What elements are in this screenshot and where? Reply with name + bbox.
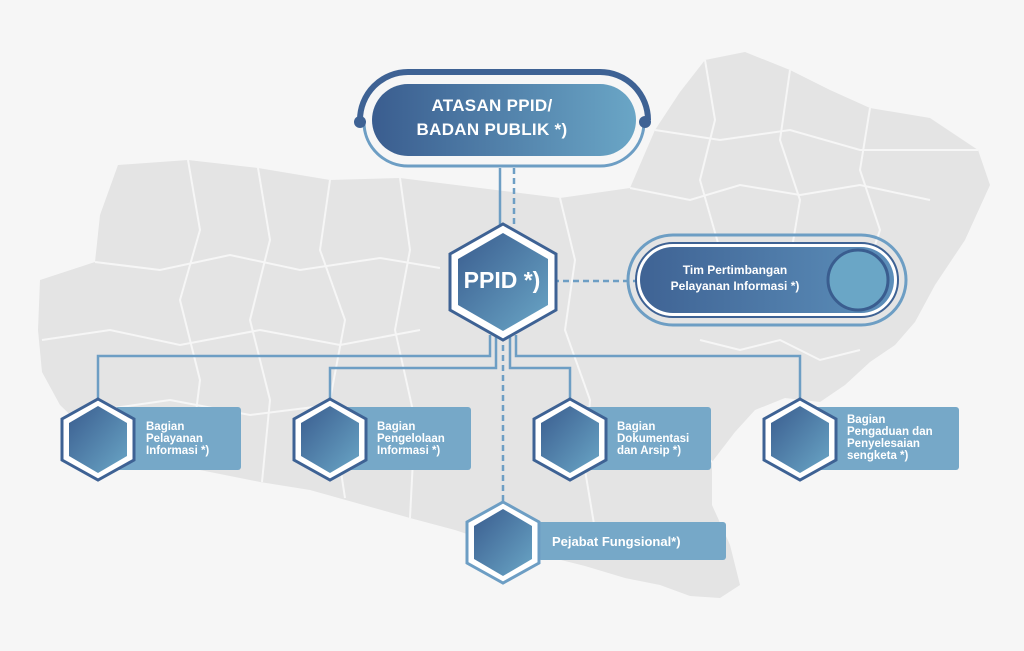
unit-label-line: Bagian: [617, 421, 656, 433]
unit-label-line: Bagian: [377, 421, 416, 433]
unit-hexagons: [60, 397, 838, 585]
unit-label-dokumentasi: Bagian Dokumentasi dan Arsip *): [617, 421, 689, 457]
unit-label-line: Penyelesaian: [847, 438, 920, 450]
unit-label-line: sengketa *): [847, 450, 909, 462]
ppid-node: [448, 222, 558, 342]
unit-label-line: Pengaduan dan: [847, 426, 933, 438]
unit-label-line: Informasi *): [377, 445, 441, 457]
tim-pertimbangan-label-line2: Pelayanan Informasi *): [670, 279, 800, 293]
unit-hexagon-pelayanan: [60, 397, 136, 482]
unit-hexagon-dokumentasi: [532, 397, 608, 482]
tim-pertimbangan-node: [626, 233, 908, 327]
tim-pertimbangan-label: Tim Pertimbangan Pelayanan Informasi *): [640, 262, 830, 294]
unit-label-line: Informasi *): [146, 445, 210, 457]
pejabat-fungsional-label: Pejabat Fungsional*): [552, 534, 681, 549]
unit-label-boxes: [115, 407, 959, 560]
unit-label-line: Pelayanan: [146, 433, 203, 445]
tim-pertimbangan-label-line1: Tim Pertimbangan: [682, 263, 788, 277]
unit-label-line: Pengelolaan: [377, 433, 445, 445]
unit-label-line: dan Arsip *): [617, 445, 682, 457]
unit-label-line: Dokumentasi: [617, 433, 690, 445]
unit-hexagon-fungsional: [465, 500, 541, 585]
unit-hexagon-pengaduan: [762, 397, 838, 482]
ppid-label: PPID *): [463, 267, 541, 293]
unit-label-pengaduan: Bagian Pengaduan dan Penyelesaian sengke…: [847, 414, 933, 462]
atasan-ppid-label-line1: ATASAN PPID/: [431, 96, 553, 115]
connector-lines: [96, 168, 802, 510]
unit-label-line: Bagian: [146, 421, 185, 433]
unit-hexagon-pengelolaan: [292, 397, 368, 482]
unit-label-pelayanan: Bagian Pelayanan Informasi *): [146, 421, 209, 457]
unit-label-pengelolaan: Bagian Pengelolaan Informasi *): [377, 421, 445, 457]
atasan-ppid-label: ATASAN PPID/ BADAN PUBLIK *): [380, 94, 604, 142]
atasan-ppid-node: [354, 69, 651, 168]
unit-label-line: Bagian: [847, 414, 886, 426]
atasan-ppid-label-line2: BADAN PUBLIK *): [416, 120, 568, 139]
